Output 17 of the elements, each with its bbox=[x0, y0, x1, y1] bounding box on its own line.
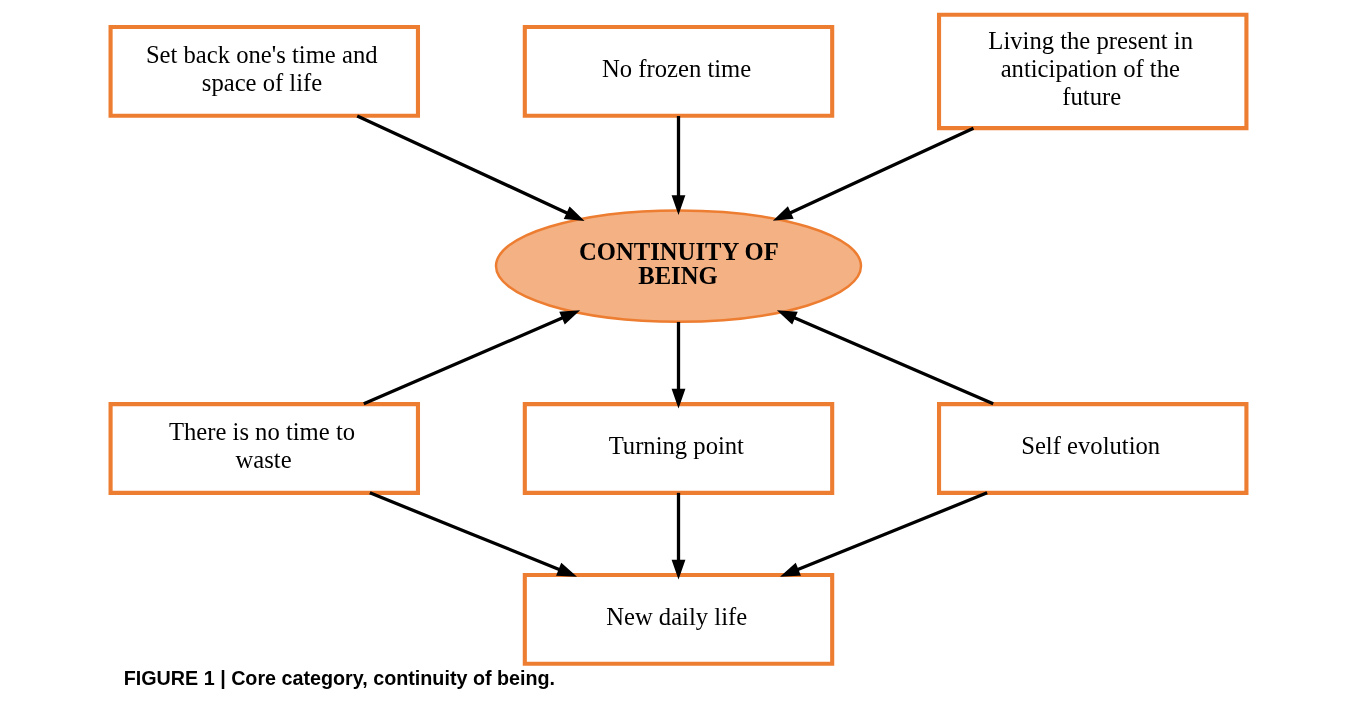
node-box: No frozen time bbox=[522, 24, 835, 118]
arrow bbox=[369, 491, 577, 577]
arrow bbox=[776, 310, 994, 406]
arrow bbox=[780, 491, 988, 577]
node-box: Self evolution bbox=[937, 402, 1249, 495]
arrow bbox=[671, 492, 686, 580]
arrow bbox=[671, 116, 686, 215]
arrow bbox=[356, 114, 585, 222]
arrow bbox=[772, 126, 975, 221]
node-box: New daily life bbox=[522, 572, 835, 666]
node-box: Living the present in anticipation of the future bbox=[937, 12, 1249, 131]
node-box: Turning point bbox=[522, 402, 835, 495]
node-box: Set back one's time and space of life bbox=[108, 24, 420, 118]
node-box: There is no time to waste bbox=[108, 402, 420, 495]
caption: FIGURE 1 | Core category, continuity of being. bbox=[123, 666, 556, 689]
arrow bbox=[363, 310, 581, 406]
arrow bbox=[671, 321, 686, 409]
